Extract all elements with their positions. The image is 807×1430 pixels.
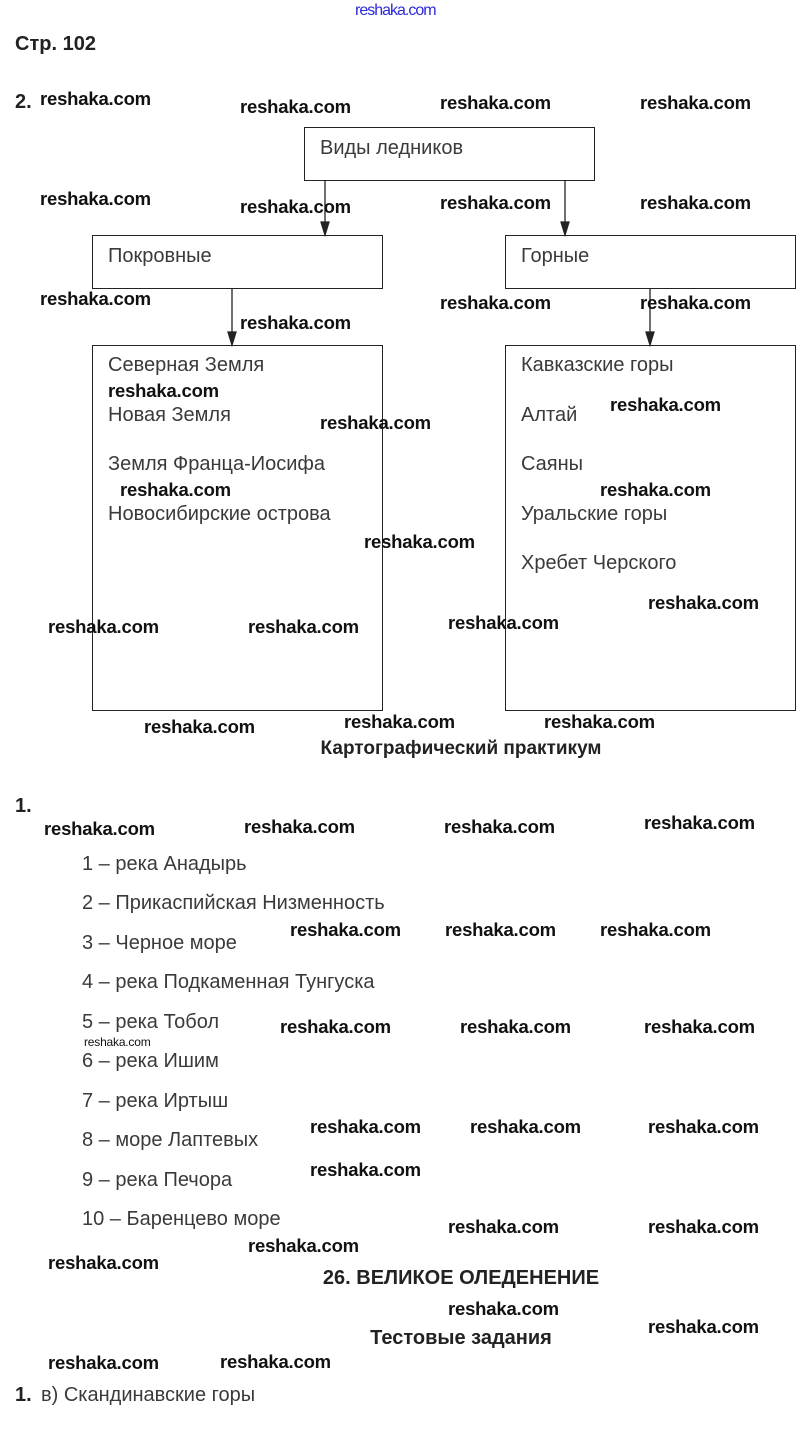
watermark: reshaka.com: [84, 1035, 151, 1049]
watermark: reshaka.com: [648, 592, 759, 613]
watermark: reshaka.com: [448, 1298, 559, 1319]
list-item: 3 – Черное море: [82, 932, 237, 954]
watermark: reshaka.com: [120, 479, 231, 500]
watermark: reshaka.com: [40, 88, 151, 109]
watermark: reshaka.com: [648, 1316, 759, 1337]
watermark: reshaka.com: [240, 312, 351, 333]
watermark: reshaka.com: [648, 1116, 759, 1137]
watermark: reshaka.com: [440, 92, 551, 113]
test-answer: в) Скандинавские горы: [41, 1384, 256, 1406]
watermark: reshaka.com: [644, 1016, 755, 1037]
chapter-title: 26. ВЕЛИКОЕ ОЛЕДЕНЕНИЕ: [322, 1267, 600, 1289]
watermark: reshaka.com: [445, 919, 556, 940]
watermark: reshaka.com: [108, 380, 219, 401]
list-item: Алтай: [521, 404, 578, 426]
watermark: reshaka.com: [48, 1252, 159, 1273]
mountain-glacier-box: [505, 235, 796, 289]
watermark: reshaka.com: [544, 711, 655, 732]
list-item: Новосибирские острова: [108, 503, 331, 525]
watermark: reshaka.com: [280, 1016, 391, 1037]
watermark: reshaka.com: [648, 1216, 759, 1237]
header-watermark-link[interactable]: reshaka.com: [355, 2, 437, 19]
watermark: reshaka.com: [470, 1116, 581, 1137]
list-item: Уральские горы: [521, 503, 668, 525]
watermark: reshaka.com: [144, 716, 255, 737]
watermark: reshaka.com: [448, 1216, 559, 1237]
list-item: 1 – река Анадырь: [82, 853, 247, 875]
watermark: reshaka.com: [640, 92, 751, 113]
watermark: reshaka.com: [640, 292, 751, 313]
watermark: reshaka.com: [244, 816, 355, 837]
sheet-glacier-box: [92, 235, 383, 289]
watermark: reshaka.com: [220, 1351, 331, 1372]
list-item: 7 – река Иртыш: [82, 1090, 229, 1112]
mountain-glacier-list-box: [505, 345, 796, 711]
list-item: 10 – Баренцево море: [82, 1208, 281, 1230]
list-item: Саяны: [521, 453, 584, 475]
watermark: reshaka.com: [600, 919, 711, 940]
watermark: reshaka.com: [44, 818, 155, 839]
list-item: 2 – Прикаспийская Низменность: [82, 892, 385, 914]
root-label: Виды ледников: [320, 137, 464, 159]
sheet-glacier-label: Покровные: [108, 245, 212, 267]
watermark: reshaka.com: [460, 1016, 571, 1037]
watermark: reshaka.com: [640, 192, 751, 213]
section-heading-cartography: Картографический практикум: [320, 738, 602, 759]
list-item: Земля Франца-Иосифа: [108, 453, 325, 475]
watermark: reshaka.com: [248, 616, 359, 637]
list-item: 8 – море Лаптевых: [82, 1129, 259, 1151]
watermark: reshaka.com: [40, 188, 151, 209]
list-item: Хребет Черского: [521, 552, 677, 574]
watermark: reshaka.com: [310, 1116, 421, 1137]
watermark: reshaka.com: [440, 292, 551, 313]
watermark: reshaka.com: [644, 812, 755, 833]
watermark: reshaka.com: [40, 288, 151, 309]
list-item: 4 – река Подкаменная Тунгуска: [82, 971, 375, 993]
watermark: reshaka.com: [290, 919, 401, 940]
page-reference: Стр. 102: [15, 33, 96, 55]
tests-heading: Тестовые задания: [370, 1327, 552, 1349]
list-item: Северная Земля: [108, 354, 265, 376]
watermark: reshaka.com: [344, 711, 455, 732]
watermark: reshaka.com: [48, 616, 159, 637]
watermark: reshaka.com: [248, 1235, 359, 1256]
watermark: reshaka.com: [240, 96, 351, 117]
root-box: [304, 127, 595, 181]
task-number: 1.: [15, 795, 32, 817]
watermark: reshaka.com: [364, 531, 475, 552]
watermark: reshaka.com: [610, 394, 721, 415]
task-number: 2.: [15, 91, 32, 113]
watermark: reshaka.com: [240, 196, 351, 217]
watermark: reshaka.com: [448, 612, 559, 633]
list-item: Кавказские горы: [521, 354, 674, 376]
list-item: 5 – река Тобол: [82, 1011, 220, 1033]
watermark: reshaka.com: [440, 192, 551, 213]
list-item: Новая Земля: [108, 404, 231, 426]
watermark: reshaka.com: [48, 1352, 159, 1373]
watermark: reshaka.com: [320, 412, 431, 433]
watermark: reshaka.com: [310, 1159, 421, 1180]
list-item: 9 – река Печора: [82, 1169, 233, 1191]
test-number: 1.: [15, 1384, 32, 1406]
watermark: reshaka.com: [444, 816, 555, 837]
mountain-glacier-label: Горные: [521, 245, 590, 267]
list-item: 6 – река Ишим: [82, 1050, 219, 1072]
sheet-glacier-list-box: [92, 345, 383, 711]
watermark: reshaka.com: [600, 479, 711, 500]
